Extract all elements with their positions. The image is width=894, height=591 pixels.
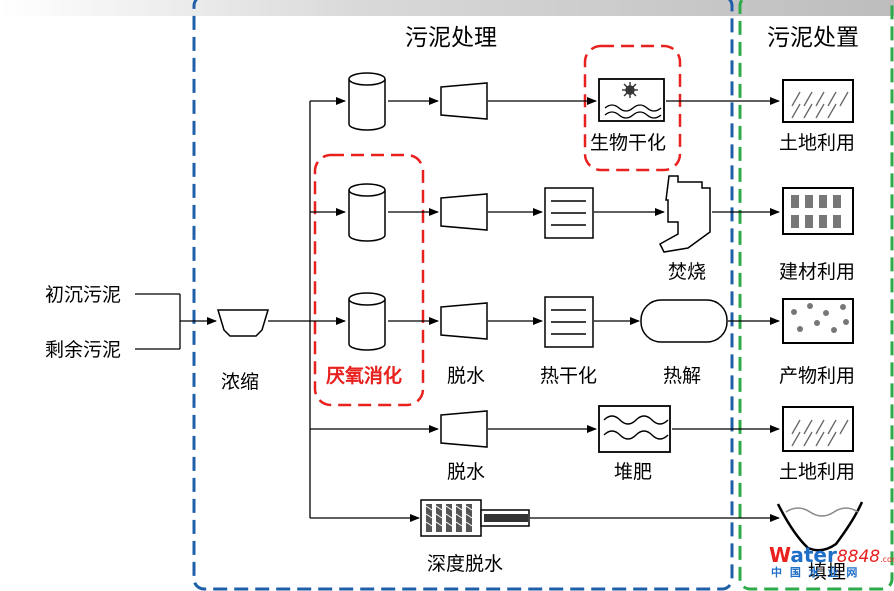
- watermark-brand-ater: ater: [790, 543, 837, 567]
- digester-icon: [348, 292, 386, 351]
- watermark-brand-w: W: [769, 543, 791, 567]
- land-use-label: 土地利用: [779, 461, 856, 483]
- pyrolysis-reactor-icon: [640, 299, 728, 343]
- disposal-section-border: [738, 0, 894, 591]
- incineration-label: 焚烧: [668, 261, 707, 283]
- connectors: [135, 97, 780, 522]
- anaerobic-digestion-label: 厌氧消化: [326, 365, 403, 387]
- land-use-label: 土地利用: [779, 132, 856, 154]
- watermark-brand-number: 8848: [836, 547, 881, 567]
- deep-dewatering-press-icon: [420, 499, 530, 537]
- watermark-brand-domain: .com: [880, 555, 894, 564]
- thermal-dryer-icon: [544, 296, 594, 348]
- bio-drying-highlight: [583, 44, 682, 172]
- input-primary-sludge: 初沉污泥: [45, 284, 122, 306]
- watermark-cn-text: 中 国 水 业 网: [771, 566, 860, 579]
- land-use-icon: [782, 406, 854, 452]
- dewatering-icon: [440, 410, 488, 448]
- dewatering-icon: [440, 302, 488, 340]
- building-material-label: 建材利用: [779, 261, 856, 283]
- disposal-section-title: 污泥处置: [767, 25, 859, 51]
- composting-label: 堆肥: [614, 461, 653, 483]
- dewatering-label: 脱水: [447, 365, 486, 387]
- thermal-drying-label: 热干化: [540, 365, 598, 387]
- dewatering-icon: [440, 82, 488, 120]
- deep-dewatering-label: 深度脱水: [427, 553, 504, 575]
- watermark-logo: Water8848.com: [769, 545, 894, 566]
- bio-drying-icon: [598, 78, 665, 122]
- building-material-icon: [782, 187, 854, 235]
- input-excess-sludge: 剩余污泥: [45, 339, 122, 361]
- product-use-label: 产物利用: [779, 365, 856, 387]
- treatment-section-border: [192, 0, 734, 591]
- bio-drying-label: 生物干化: [590, 132, 667, 154]
- anaerobic-digestion-highlight: [313, 153, 425, 407]
- product-use-icon: [782, 298, 854, 344]
- digester-icon: [348, 183, 386, 242]
- compost-pile-icon: [598, 405, 671, 453]
- dewatering-label: 脱水: [447, 461, 486, 483]
- dewatering-icon: [440, 193, 488, 231]
- landfill-icon: [776, 501, 864, 552]
- pyrolysis-label: 热解: [663, 365, 702, 387]
- header-gradient-bar: [0, 0, 894, 16]
- digester-icon: [348, 72, 386, 131]
- thickening-label: 浓缩: [221, 371, 260, 393]
- thermal-dryer-icon: [544, 187, 594, 239]
- treatment-section-title: 污泥处理: [405, 25, 497, 51]
- thickener-icon: [216, 309, 270, 337]
- incinerator-icon: [659, 175, 711, 253]
- land-use-icon: [782, 79, 854, 123]
- landfill-label: 填埋: [808, 561, 847, 583]
